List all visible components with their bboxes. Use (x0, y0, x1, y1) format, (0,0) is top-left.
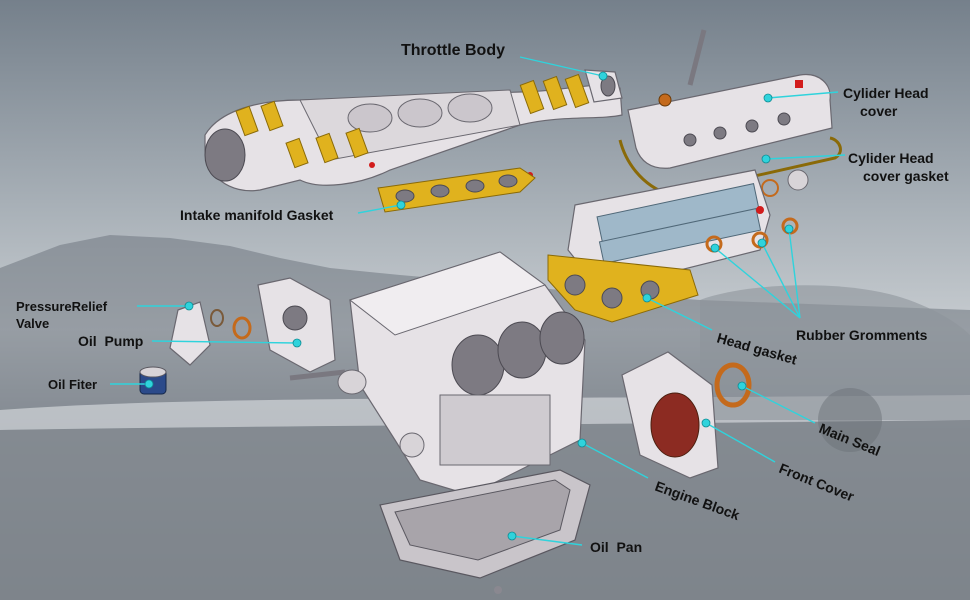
intake-manifold (204, 73, 623, 192)
front-cover (621, 351, 719, 479)
main-seal (714, 362, 752, 408)
engine-block (348, 251, 586, 496)
label-oil-pan: Oil Pan (590, 539, 642, 555)
pressure-relief-valve (169, 301, 224, 366)
label-intake-manifold-gasket: Intake manifold Gasket (180, 207, 334, 223)
label-cylinder-head-cover-line1: Cylider Head (843, 85, 929, 101)
label-rubber-grommets: Rubber Gromments (796, 327, 928, 343)
oil-pan (379, 469, 591, 594)
oil-filter (139, 366, 167, 395)
cylinder-head (567, 169, 771, 291)
label-throttle-body: Throttle Body (401, 42, 505, 59)
label-cylinder-head-cover-gasket-line1: Cylider Head (848, 150, 934, 166)
leader-lines (110, 56, 846, 546)
car-wheel (818, 388, 882, 452)
label-oil-pump: Oil Pump (78, 333, 143, 349)
oil-pump (232, 277, 367, 395)
label-cylinder-head-cover-gasket-line2: cover gasket (863, 168, 949, 184)
label-pressure-relief-line2: Valve (16, 316, 49, 331)
car-silhouette (700, 285, 970, 420)
label-pressure-relief-line1: PressureRelief (16, 299, 108, 314)
throttle-body (584, 69, 623, 103)
label-cylinder-head-cover-line2: cover (860, 103, 898, 119)
labels: Throttle Body Cylider Head cover Cylider… (16, 42, 949, 555)
label-oil-filter: Oil Fiter (48, 377, 97, 392)
cylinder-head-cover (627, 29, 833, 169)
